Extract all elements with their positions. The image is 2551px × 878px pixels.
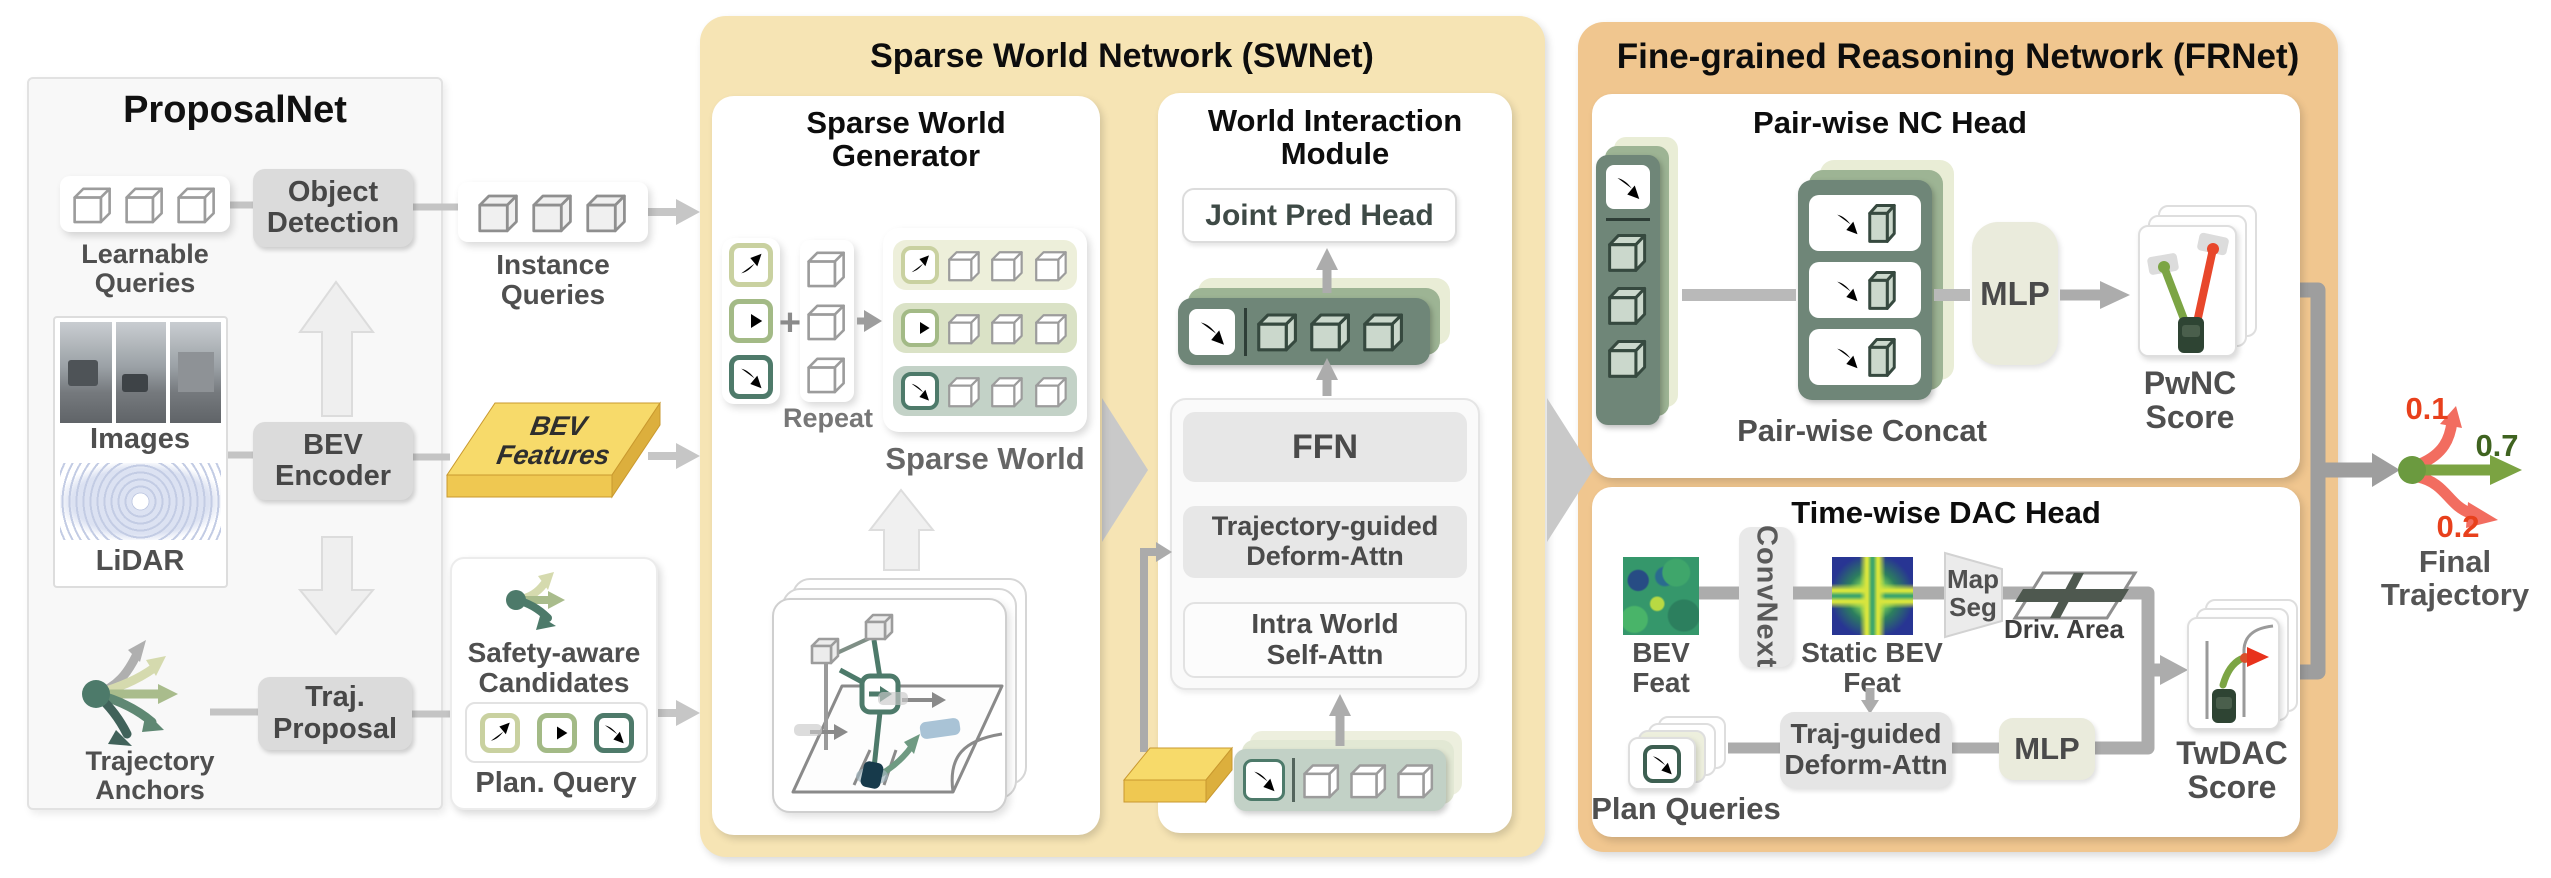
map-card-front xyxy=(772,598,1007,813)
plan-arrow-e-icon xyxy=(536,712,577,753)
anchor-e-icon xyxy=(729,299,773,343)
repeat-label: Repeat xyxy=(782,403,874,433)
world-row-e xyxy=(893,303,1077,353)
concat-pair xyxy=(1809,329,1921,385)
plan-arrow-se-icon xyxy=(1606,165,1650,209)
bev-features-slab xyxy=(446,401,661,499)
lidar-image xyxy=(60,463,221,540)
plan-arrow-se-icon xyxy=(593,712,634,753)
dac-head-title: Time-wise DAC Head xyxy=(1791,495,2101,530)
dac-mlp-box: MLP xyxy=(1999,718,2095,780)
traj-proposal-box: Traj.Proposal xyxy=(258,677,412,750)
world-row-se xyxy=(893,366,1077,416)
joint-pred-head-box: Joint Pred Head xyxy=(1182,188,1457,243)
anchor-e-icon xyxy=(901,309,939,347)
world-tokens-front xyxy=(1178,298,1430,365)
proposalnet-title: ProposalNet xyxy=(123,89,347,131)
score-07: 0.7 xyxy=(2475,428,2519,463)
pairwise-concat-label: Pair-wise Concat xyxy=(1737,413,1987,448)
plus-sign: + xyxy=(778,302,802,344)
plan-query-icons-box xyxy=(465,702,648,763)
frnet-title: Fine-grained Reasoning Network (FRNet) xyxy=(1616,37,2300,76)
final-trajectory-icon xyxy=(2398,406,2522,528)
plan-arrow-se-icon xyxy=(1189,308,1235,355)
plan-arrow-ne-icon xyxy=(479,712,520,753)
lidar-label: LiDAR xyxy=(95,545,185,577)
score-01: 0.1 xyxy=(2405,391,2449,426)
learnable-queries-box xyxy=(60,176,230,232)
twdac-card-front xyxy=(2187,617,2280,730)
pwnc-head-title: Pair-wise NC Head xyxy=(1753,105,2027,140)
wim-tokens2-front xyxy=(1234,749,1446,811)
convnext-label: ConvNext xyxy=(1750,525,1783,669)
convnext-box: ConvNext xyxy=(1739,525,1793,669)
driv-area-label: Driv. Area xyxy=(2004,614,2124,644)
anchor-icons-stack xyxy=(722,238,780,404)
plan-arrow-se-icon xyxy=(1643,744,1681,783)
dac-connectors xyxy=(1699,551,2188,755)
pwnc-score-plot xyxy=(2147,232,2229,353)
images-label: Images xyxy=(90,423,190,455)
wim-bev-slab xyxy=(1122,746,1234,804)
camera-images xyxy=(60,322,221,423)
ffn-box: FFN xyxy=(1183,412,1467,482)
score-02: 0.2 xyxy=(2436,509,2480,544)
anchor-se-icon xyxy=(901,372,939,410)
safety-anchors-icon xyxy=(506,572,565,630)
pwnc-card-front xyxy=(2138,225,2237,357)
sparse-world-label: Sparse World xyxy=(885,441,1085,476)
sparse-world-map-sketch xyxy=(791,613,1004,794)
plan-arrow-se-icon xyxy=(1243,759,1285,801)
anchor-ne-icon xyxy=(901,246,939,284)
twdac-score-plot xyxy=(2205,624,2274,723)
anchor-ne-icon xyxy=(729,243,773,287)
concat-pair xyxy=(1809,195,1921,251)
plan-query-label: Plan. Query xyxy=(475,767,637,799)
pwnc-mlp-box: MLP xyxy=(1972,222,2058,365)
trajectory-anchors-icon xyxy=(82,640,178,746)
static-bev-image xyxy=(1832,557,1913,635)
plan-queries-label: Plan Queries xyxy=(1591,791,1781,826)
plan-stack-front xyxy=(1596,155,1660,425)
swnet-title: Sparse World Network (SWNet) xyxy=(870,37,1374,75)
concat-pair xyxy=(1809,262,1921,318)
bev-feat-image xyxy=(1623,557,1699,635)
instance-queries-box xyxy=(458,182,648,242)
anchor-se-icon xyxy=(729,355,773,399)
concat-stack-front xyxy=(1798,180,1932,400)
driv-area-icon xyxy=(2012,571,2138,620)
plan-queries-card1 xyxy=(1628,737,1696,790)
cube-stack xyxy=(800,240,854,402)
world-row-ne xyxy=(893,240,1077,290)
